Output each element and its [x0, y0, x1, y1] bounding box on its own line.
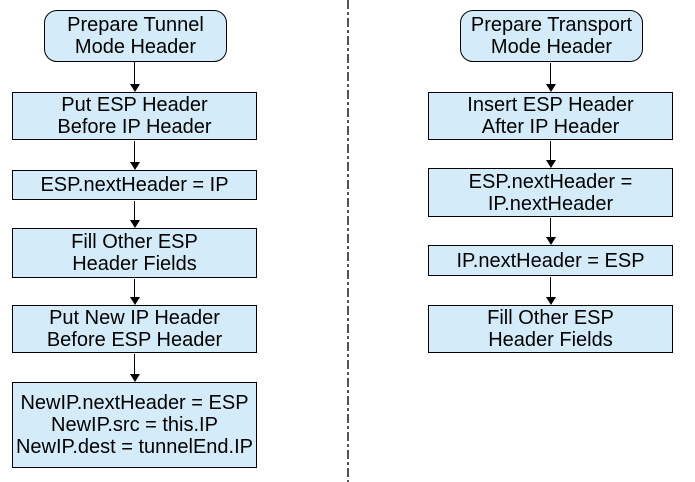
node-text-line: Put New IP Header: [49, 307, 220, 329]
node-text-line: Prepare Transport: [470, 14, 633, 36]
arrow-shaft: [133, 62, 136, 84]
node-text-line: IP.nextHeader = ESP: [456, 249, 645, 272]
arrow-shaft: [133, 141, 136, 162]
node-text-line: IP.nextHeader: [487, 192, 614, 215]
node-text-line: NewIP.src = this.IP: [51, 414, 218, 436]
arrow-shaft: [133, 201, 136, 220]
column-divider: [347, 0, 349, 482]
node-text-line: ESP.nextHeader =: [468, 170, 633, 193]
node-esp-nextheader-ip: ESP.nextHeader = IP: [12, 170, 257, 200]
arrow-shaft: [133, 354, 136, 374]
node-text-line: Header Fields: [72, 253, 197, 275]
flow-arrow: [545, 218, 556, 245]
node-text-line: Insert ESP Header: [467, 94, 634, 116]
node-text-line: Prepare Tunnel: [67, 14, 204, 36]
node-ip-nextheader-esp: IP.nextHeader = ESP: [428, 245, 673, 276]
node-text-line: Mode Header: [74, 36, 197, 58]
arrow-head-icon: [129, 162, 140, 170]
flow-arrow: [129, 279, 140, 305]
arrow-shaft: [549, 218, 552, 237]
arrow-head-icon: [545, 297, 556, 305]
flow-arrow: [129, 62, 140, 92]
node-insert-esp-header-after-ip-header: Insert ESP Header After IP Header: [428, 92, 673, 140]
node-text-line: ESP.nextHeader = IP: [40, 174, 229, 196]
flow-arrow: [545, 277, 556, 305]
arrow-head-icon: [129, 297, 140, 305]
node-text-line: Before IP Header: [57, 116, 212, 138]
node-text-line: Before ESP Header: [46, 329, 223, 351]
arrow-shaft: [549, 141, 552, 160]
node-newip-assignments: NewIP.nextHeader = ESP NewIP.src = this.…: [12, 382, 257, 468]
arrow-head-icon: [129, 84, 140, 92]
flow-arrow: [129, 354, 140, 382]
node-prepare-tunnel-mode-header: Prepare Tunnel Mode Header: [44, 10, 227, 62]
flow-arrow: [129, 201, 140, 228]
node-text-line: Fill Other ESP: [487, 307, 614, 329]
node-text-line: Put ESP Header: [61, 94, 208, 116]
node-text-line: After IP Header: [481, 116, 620, 138]
node-prepare-transport-mode-header: Prepare Transport Mode Header: [460, 10, 643, 62]
arrow-shaft: [549, 63, 552, 84]
node-text-line: Header Fields: [488, 329, 613, 351]
node-text-line: NewIP.nextHeader = ESP: [20, 392, 249, 414]
flow-arrow: [545, 63, 556, 92]
arrow-shaft: [133, 279, 136, 297]
arrow-head-icon: [545, 237, 556, 245]
node-text-line: Fill Other ESP: [71, 231, 198, 253]
node-put-esp-header-before-ip-header: Put ESP Header Before IP Header: [12, 92, 257, 140]
node-put-new-ip-header-before-esp-header: Put New IP Header Before ESP Header: [12, 305, 257, 353]
arrow-head-icon: [129, 374, 140, 382]
node-fill-other-esp-header-fields: Fill Other ESP Header Fields: [428, 305, 673, 353]
arrow-head-icon: [545, 160, 556, 168]
node-esp-nextheader-ip-nextheader: ESP.nextHeader = IP.nextHeader: [428, 168, 673, 217]
flow-arrow: [545, 141, 556, 168]
node-fill-other-esp-header-fields: Fill Other ESP Header Fields: [12, 228, 257, 278]
node-text-line: Mode Header: [490, 36, 613, 58]
flow-arrow: [129, 141, 140, 170]
node-text-line: NewIP.dest = tunnelEnd.IP: [15, 436, 253, 458]
arrow-head-icon: [129, 220, 140, 228]
arrow-head-icon: [545, 84, 556, 92]
arrow-shaft: [549, 277, 552, 297]
